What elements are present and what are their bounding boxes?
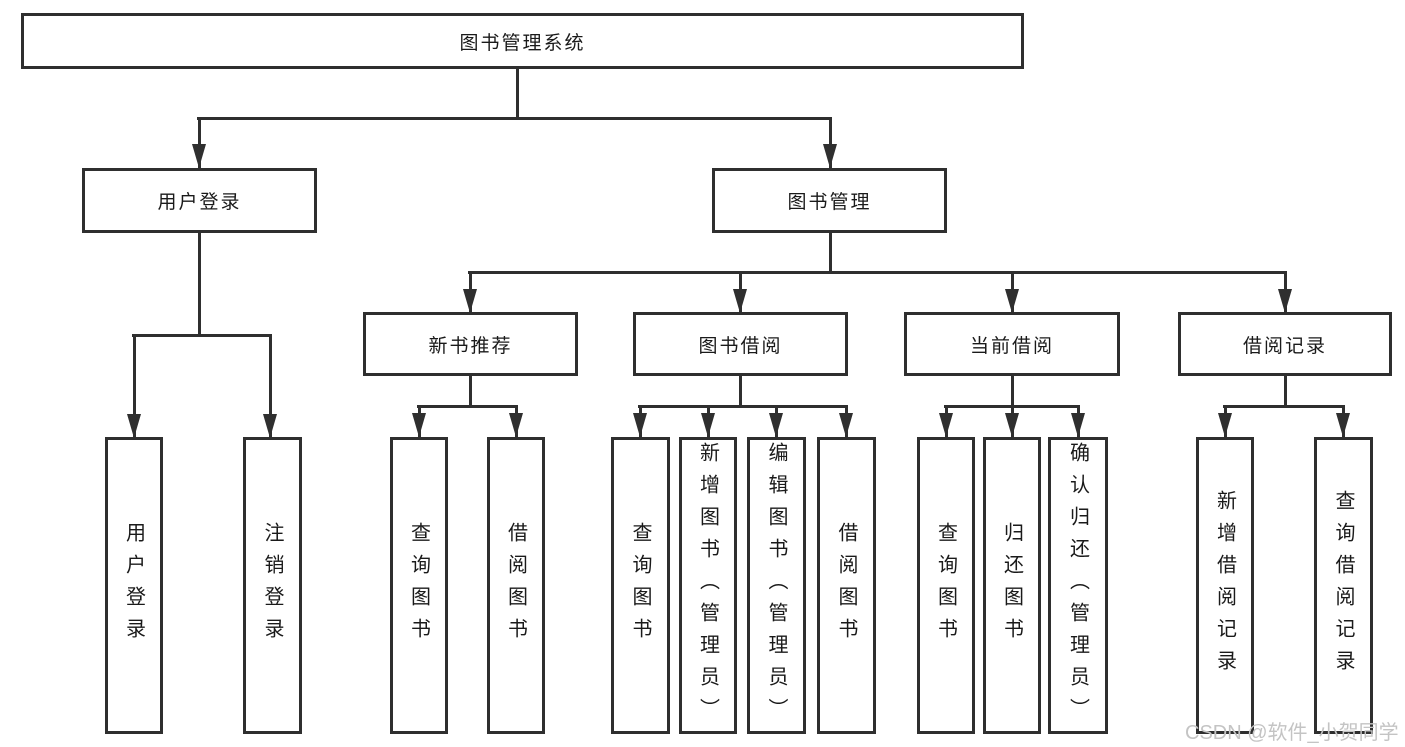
arrowhead-borrow-books-borrowing xyxy=(839,413,853,437)
leaf-query-borrow-record-label: 查询借阅记录 xyxy=(1332,489,1354,682)
node-root-label: 图书管理系统 xyxy=(459,32,586,54)
node-current-borrowing-label: 当前借阅 xyxy=(969,335,1054,357)
leaf-logout: 注销登录 xyxy=(243,437,302,734)
leaf-return-books-label: 归还图书 xyxy=(1000,521,1023,650)
node-book-management: 图书管理 xyxy=(712,168,947,233)
leaf-user-login-label: 用户登录 xyxy=(122,521,145,650)
connector-user-login-rail xyxy=(132,334,272,337)
connector-new-book-recommend-rail xyxy=(417,405,518,408)
connector-level2-rail xyxy=(197,117,831,120)
leaf-query-borrow-record: 查询借阅记录 xyxy=(1314,437,1373,734)
leaf-add-books-admin-label: 新增图书（管理员） xyxy=(696,441,719,730)
arrowhead-confirm-return-admin xyxy=(1071,413,1085,437)
leaf-add-books-admin: 新增图书（管理员） xyxy=(679,437,737,734)
connector-user-login-stem xyxy=(198,232,201,336)
arrowhead-book-borrowing xyxy=(733,289,747,313)
node-book-borrowing-label: 图书借阅 xyxy=(698,335,783,357)
arrowhead-user-login xyxy=(192,144,206,168)
leaf-borrow-books-borrowing: 借阅图书 xyxy=(817,437,876,734)
arrowhead-add-books-admin xyxy=(701,413,715,437)
leaf-query-books-borrowing-label: 查询图书 xyxy=(629,521,651,650)
leaf-borrow-books-recommend-label: 借阅图书 xyxy=(504,521,527,650)
leaf-confirm-return-admin: 确认归还（管理员） xyxy=(1048,437,1108,734)
node-book-management-label: 图书管理 xyxy=(787,192,872,213)
arrowhead-add-borrow-record xyxy=(1218,413,1232,437)
node-new-book-recommend-label: 新书推荐 xyxy=(428,335,513,357)
arrowhead-current-borrowing xyxy=(1005,289,1019,313)
leaf-return-books: 归还图书 xyxy=(983,437,1041,734)
connector-new-book-recommend-stem xyxy=(469,376,472,407)
leaf-query-books-current: 查询图书 xyxy=(917,437,975,734)
connector-book-management-stem xyxy=(829,233,832,272)
connector-drop-leaf-user-login xyxy=(133,334,136,438)
connector-level3-rail xyxy=(468,271,1286,274)
connector-borrowing-records-rail xyxy=(1223,405,1345,408)
node-borrowing-records: 借阅记录 xyxy=(1178,312,1392,376)
arrowhead-borrow-books-recommend xyxy=(509,413,523,437)
leaf-add-borrow-record-label: 新增借阅记录 xyxy=(1213,489,1236,682)
arrowhead-query-books-borrowing xyxy=(633,413,647,437)
leaf-edit-books-admin: 编辑图书（管理员） xyxy=(747,437,806,734)
connector-current-borrowing-stem xyxy=(1011,376,1014,407)
node-borrowing-records-label: 借阅记录 xyxy=(1242,335,1327,357)
connector-borrowing-records-stem xyxy=(1284,376,1287,407)
node-book-borrowing: 图书借阅 xyxy=(633,312,848,376)
arrowhead-return-books xyxy=(1005,413,1019,437)
connector-book-borrowing-rail xyxy=(638,405,848,408)
leaf-confirm-return-admin-label: 确认归还（管理员） xyxy=(1066,441,1089,730)
connector-book-borrowing-stem xyxy=(739,376,742,407)
arrowhead-book-management xyxy=(823,144,837,168)
node-new-book-recommend: 新书推荐 xyxy=(363,312,578,376)
arrowhead-query-books-recommend xyxy=(412,413,426,437)
leaf-edit-books-admin-label: 编辑图书（管理员） xyxy=(765,441,787,730)
connector-root-stem xyxy=(516,68,519,118)
node-user-login-label: 用户登录 xyxy=(157,192,242,213)
leaf-user-login: 用户登录 xyxy=(105,437,163,734)
arrowhead-query-borrow-record xyxy=(1336,413,1350,437)
arrowhead-borrowing-records xyxy=(1278,289,1292,313)
csdn-watermark: CSDN @软件_小贺同学 xyxy=(1185,722,1399,744)
arrowhead-leaf-logout xyxy=(263,414,277,438)
connector-drop-user-login xyxy=(198,117,201,168)
leaf-borrow-books-borrowing-label: 借阅图书 xyxy=(835,521,857,650)
arrowhead-query-books-current xyxy=(939,413,953,437)
arrowhead-new-book-recommend xyxy=(463,289,477,313)
leaf-query-books-recommend: 查询图书 xyxy=(390,437,448,734)
connector-drop-leaf-logout xyxy=(269,334,272,438)
arrowhead-leaf-user-login xyxy=(127,414,141,438)
leaf-logout-label: 注销登录 xyxy=(261,521,283,650)
connector-drop-book-management xyxy=(829,117,832,168)
node-user-login: 用户登录 xyxy=(82,168,317,233)
leaf-add-borrow-record: 新增借阅记录 xyxy=(1196,437,1254,734)
leaf-borrow-books-recommend: 借阅图书 xyxy=(487,437,545,734)
node-root: 图书管理系统 xyxy=(21,13,1024,69)
node-current-borrowing: 当前借阅 xyxy=(904,312,1120,376)
leaf-query-books-current-label: 查询图书 xyxy=(934,521,957,650)
leaf-query-books-recommend-label: 查询图书 xyxy=(407,521,430,650)
leaf-query-books-borrowing: 查询图书 xyxy=(611,437,670,734)
arrowhead-edit-books-admin xyxy=(769,413,783,437)
